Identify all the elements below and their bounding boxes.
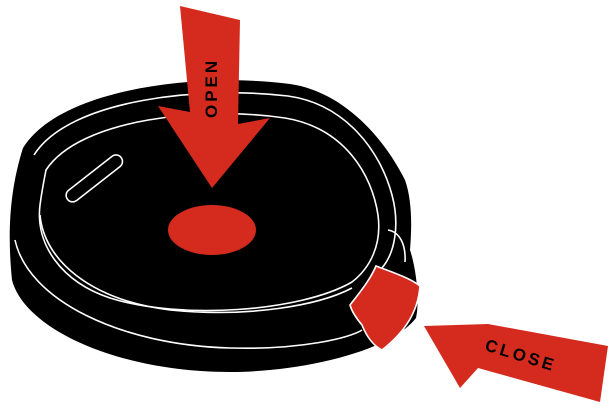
lid-bottom-edge	[14, 239, 363, 350]
lid-rim-outline	[33, 92, 397, 271]
close-slider	[349, 264, 421, 351]
arrow-down-icon	[158, 6, 270, 188]
open-label: OPEN	[202, 58, 221, 118]
center-button	[168, 205, 256, 255]
lid-inner-lower-rim	[39, 214, 353, 314]
lid-vent-slot	[65, 154, 124, 203]
arrow-left-icon	[424, 324, 608, 402]
lid-side-notch	[387, 229, 406, 263]
close-arrow: CLOSE	[424, 324, 608, 402]
open-arrow: OPEN	[158, 6, 270, 188]
